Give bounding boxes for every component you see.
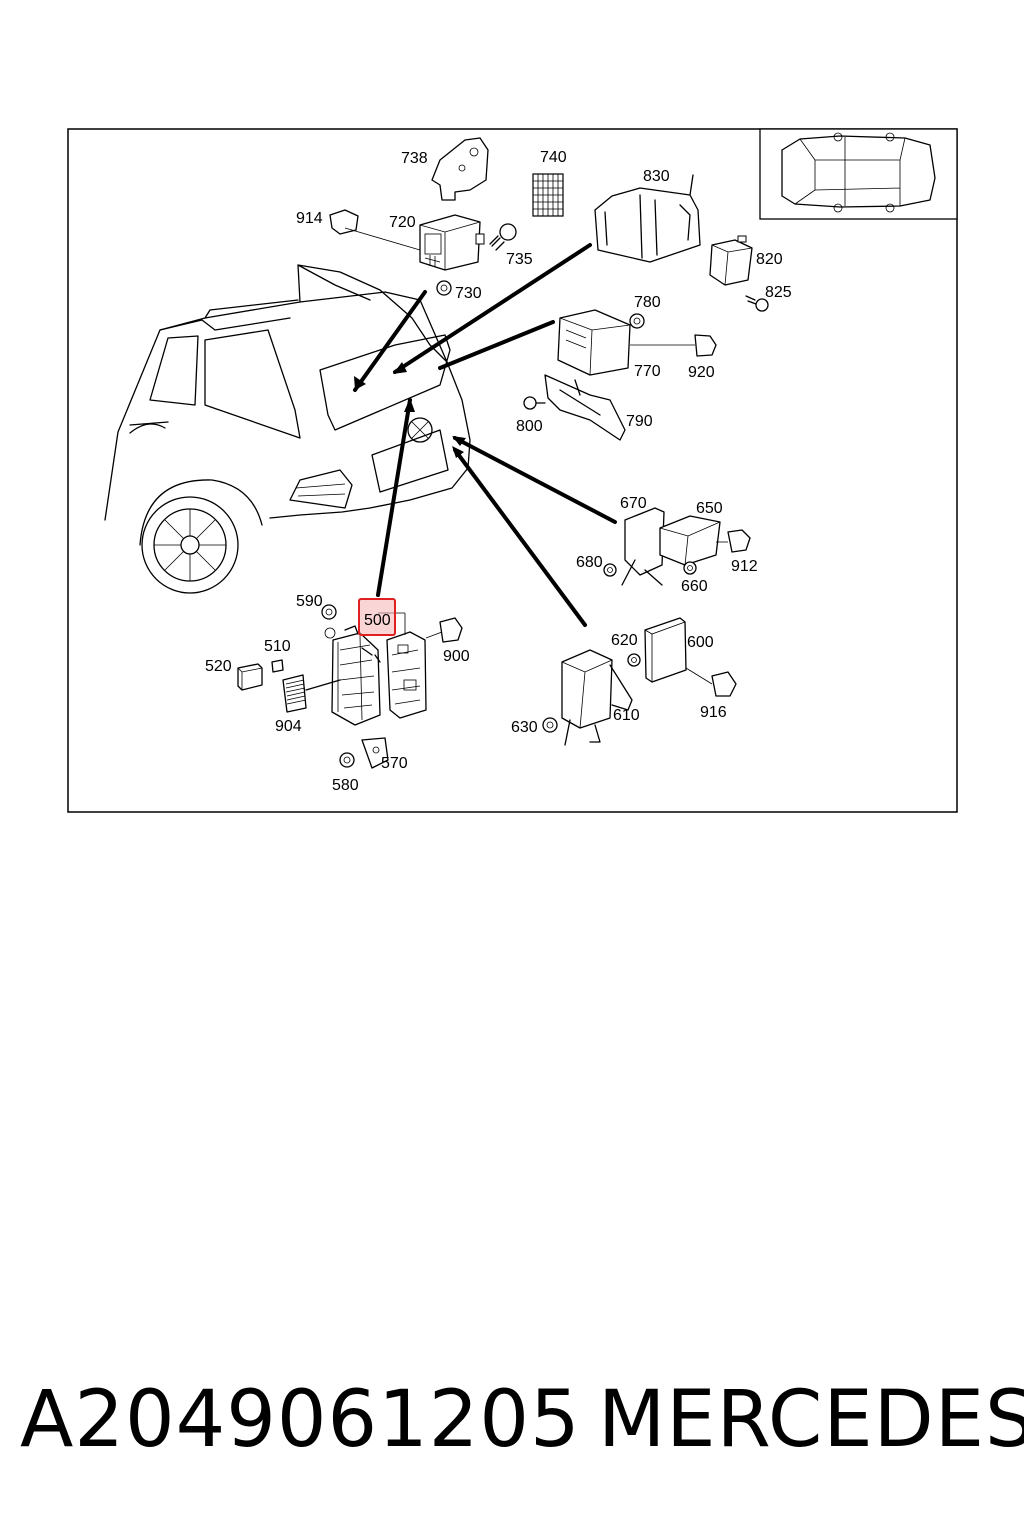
part-510-fuse [271,659,284,673]
label-600: 600 [687,634,714,651]
part-738-bracket [431,137,489,201]
highlight-500-box [358,598,396,636]
part-820-module [709,235,753,286]
car-rear-illustration [104,264,471,594]
part-914-connector [329,209,359,235]
label-740: 740 [540,149,567,166]
label-630: 630 [511,719,538,736]
part-labels: 738 740 830 914 720 735 820 825 730 780 … [205,149,792,794]
part-600-module [644,617,687,683]
label-500: 500 [364,612,391,629]
part-900-connector [439,617,463,643]
label-610: 610 [613,707,640,724]
label-680: 680 [576,554,603,571]
part-912-connector [727,529,751,553]
label-650: 650 [696,500,723,517]
brand-name: MERCEDES [598,1375,1024,1465]
part-770-module [557,309,631,376]
part-830-housing [594,174,701,263]
part-920-connector [694,334,717,357]
label-770: 770 [634,363,661,380]
label-900: 900 [443,648,470,665]
part-610-bracket [561,649,633,746]
pointer-arrows [353,243,617,627]
label-670: 670 [620,495,647,512]
part-660-nut [683,561,697,575]
label-790: 790 [626,413,653,430]
label-830: 830 [643,168,670,185]
label-914: 914 [296,210,323,227]
part-790-bracket [544,374,626,441]
label-570: 570 [381,755,408,772]
part-520-relay [237,663,263,691]
part-825-screw [745,295,769,312]
part-580-nut [339,752,355,768]
part-630-nut [542,717,558,733]
label-660: 660 [681,578,708,595]
part-720-module [419,214,485,271]
label-580: 580 [332,777,359,794]
label-912: 912 [731,558,758,575]
label-780: 780 [634,294,661,311]
label-820: 820 [756,251,783,268]
part-735-bolt [489,223,517,251]
part-780-nut [629,313,645,329]
part-800-bolt [523,396,546,410]
part-740-pad [532,173,564,217]
part-620-nut [627,653,641,667]
label-916: 916 [700,704,727,721]
label-730: 730 [455,285,482,302]
part-590-nut [321,604,337,620]
diagram-frame [67,128,958,813]
label-904: 904 [275,718,302,735]
label-590: 590 [296,593,323,610]
label-825: 825 [765,284,792,301]
part-500-cover [386,631,427,719]
footer: A2049061205 MERCEDES [0,1370,1024,1470]
part-730-nut [436,280,452,296]
part-916-connector [711,671,737,697]
part-680-nut [603,563,617,577]
car-thumbnail-inset [759,128,958,220]
label-510: 510 [264,638,291,655]
part-number: A2049061205 [20,1375,581,1465]
part-904-connector-block [282,674,307,713]
label-620: 620 [611,632,638,649]
part-570-bracket [361,737,389,769]
part-670-bracket [621,507,665,586]
part-650-module [659,515,721,566]
label-800: 800 [516,418,543,435]
label-720: 720 [389,214,416,231]
label-520: 520 [205,658,232,675]
label-920: 920 [688,364,715,381]
label-738: 738 [401,150,428,167]
label-735: 735 [506,251,533,268]
